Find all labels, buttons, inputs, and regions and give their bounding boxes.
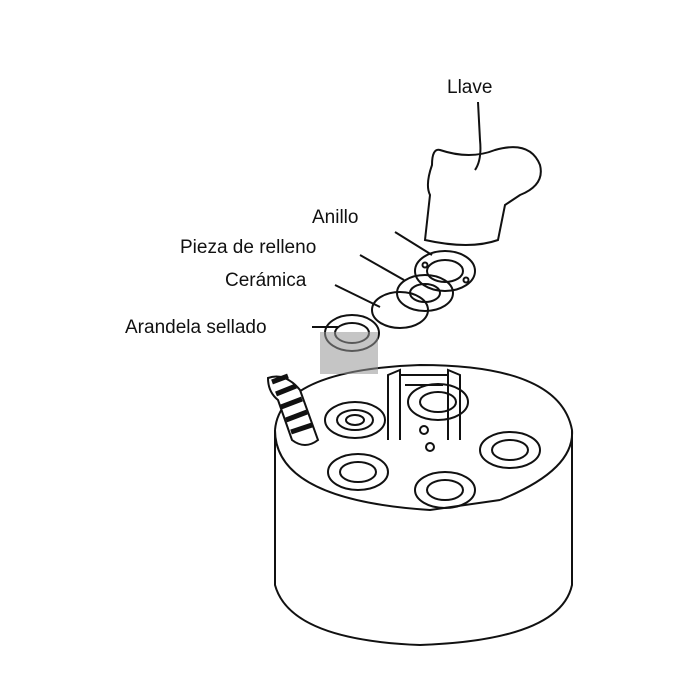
leader-pieza [359,254,405,281]
ring-part [414,250,476,292]
leader-anillo [394,231,433,256]
base-top [274,363,574,501]
base-body [274,430,573,647]
leader-ceramica [334,284,381,308]
float-sensor [387,368,461,440]
ceramic-disc [371,291,429,329]
label-ceramica: Cerámica [225,270,307,291]
watermark-logo [320,332,378,374]
key-part [423,146,542,246]
label-anillo: Anillo [312,207,359,228]
label-arandela: Arandela sellado [125,317,267,338]
leader-llave [474,101,482,171]
label-llave: Llave [447,77,493,98]
transducer-holes [324,383,541,509]
label-pieza: Pieza de relleno [180,237,317,258]
